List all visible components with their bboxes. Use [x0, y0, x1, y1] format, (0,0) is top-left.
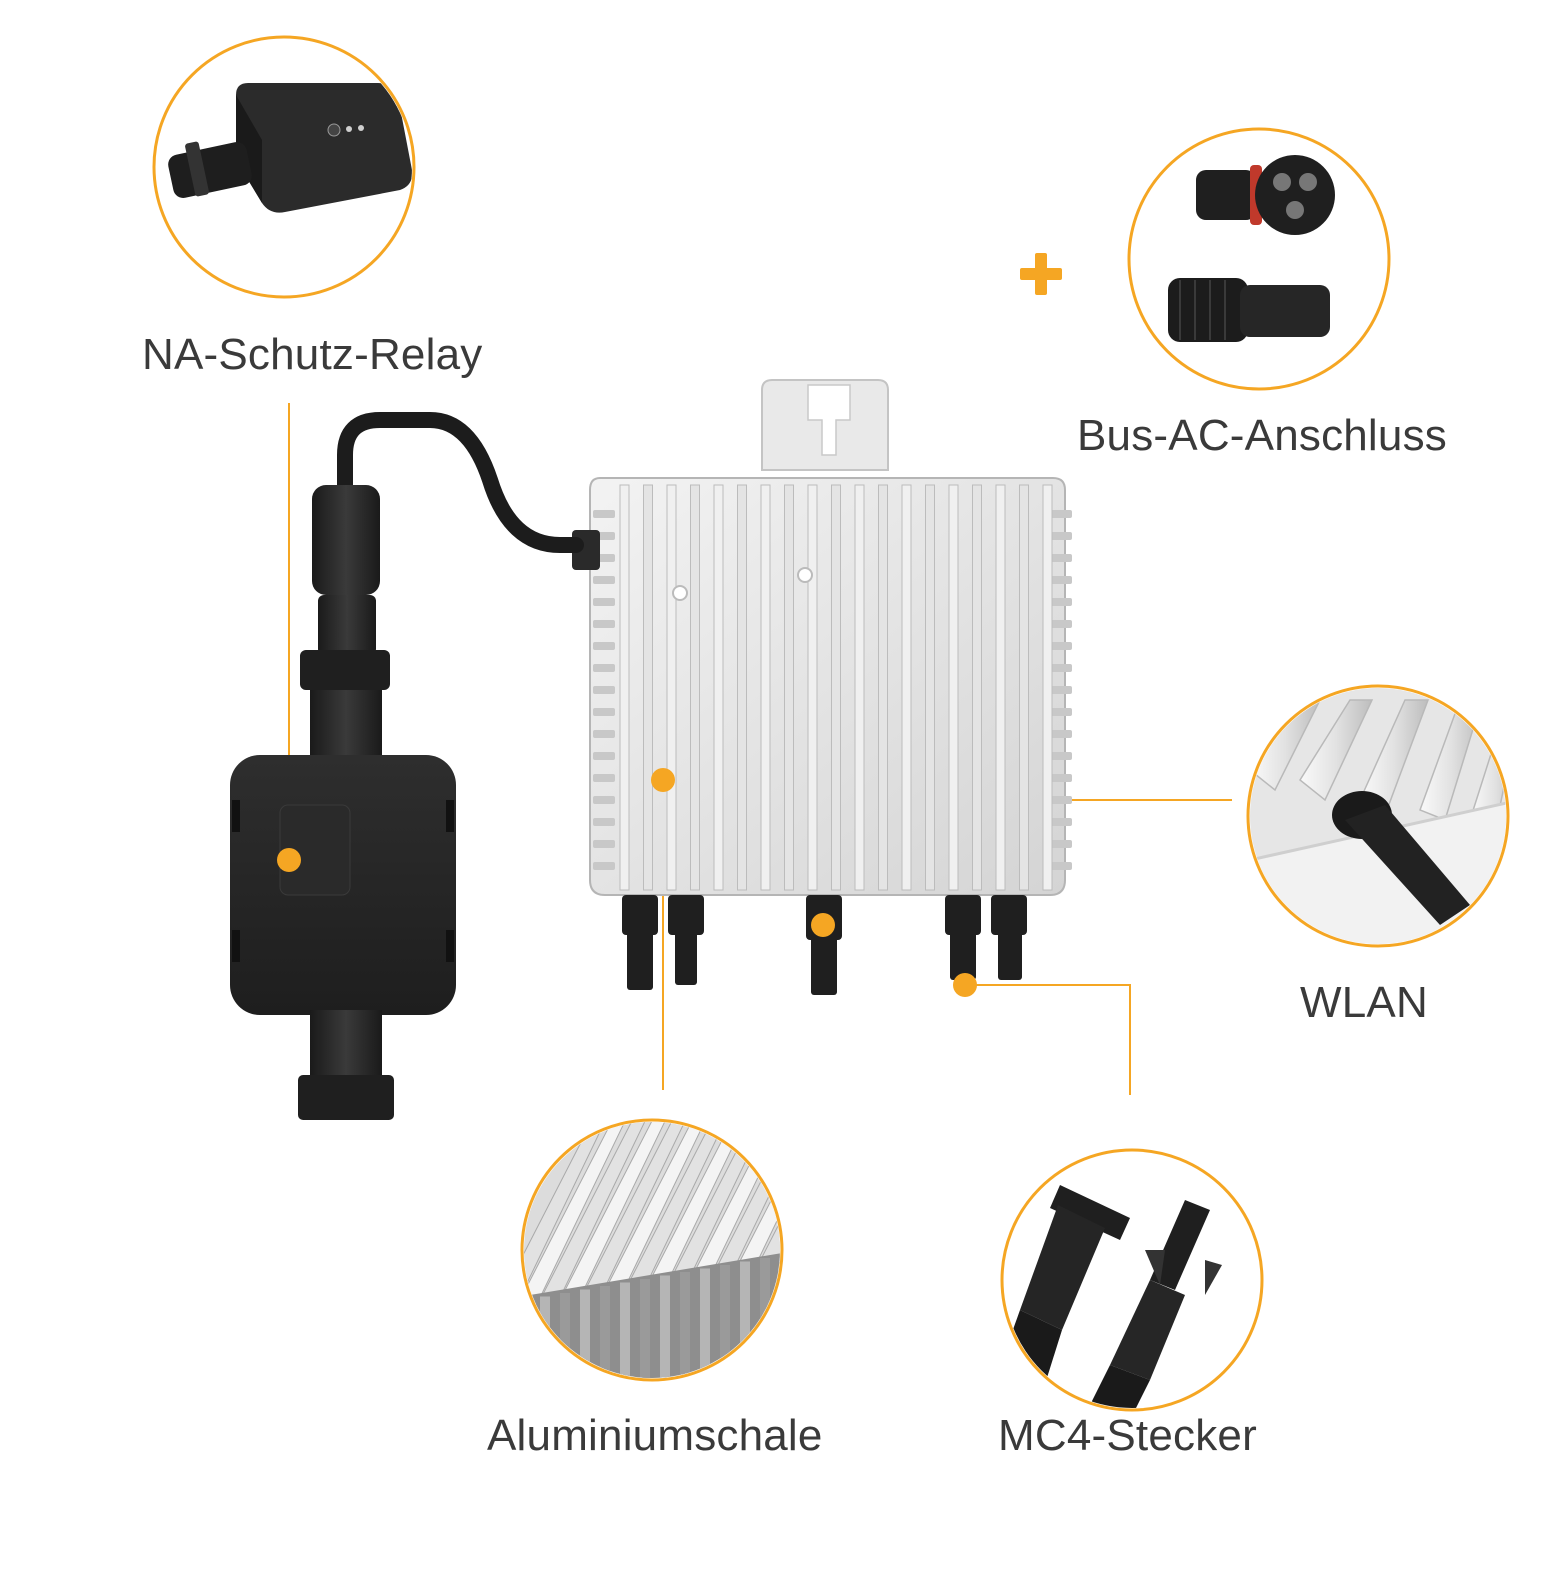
plus-icon [1020, 253, 1062, 295]
relay-unit [230, 412, 584, 1120]
label-bus-ac: Bus-AC-Anschluss [1077, 411, 1447, 460]
inverter-housing [589, 477, 1066, 896]
callout-dot-aluminium [651, 768, 675, 792]
detail-circle-mc4 [1000, 1148, 1264, 1412]
callout-dot-mc4 [953, 973, 977, 997]
callout-dots [277, 768, 977, 997]
microinverter [572, 379, 1072, 995]
label-wlan: WLAN [1300, 978, 1428, 1027]
detail-circle-bus-ac [1127, 127, 1391, 391]
ac-cable [337, 412, 584, 553]
detail-circle-aluminium [520, 1118, 784, 1382]
dc-connectors [622, 895, 1027, 995]
detail-circle-wlan [1246, 684, 1510, 948]
callout-dot-relay [277, 848, 301, 872]
label-relay: NA-Schutz-Relay [142, 330, 483, 379]
callout-dot-wlan [811, 913, 835, 937]
label-aluminium: Aluminiumschale [487, 1411, 823, 1460]
top-fins [619, 484, 1053, 891]
label-mc4: MC4-Stecker [998, 1411, 1257, 1460]
detail-circle-relay [152, 35, 416, 299]
leader-line-mc4 [965, 984, 1131, 1095]
